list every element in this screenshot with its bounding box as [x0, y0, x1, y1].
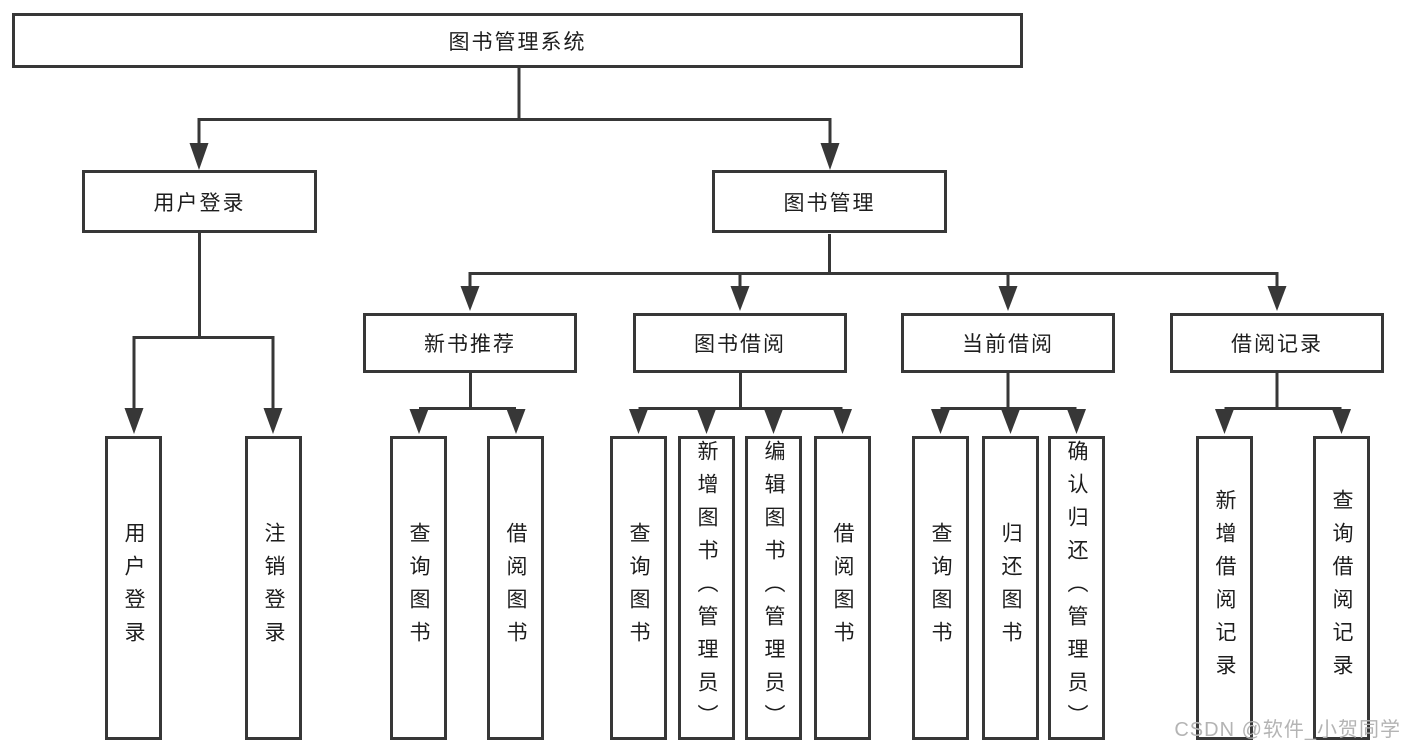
- node-current-query-books: 查询图书: [912, 436, 969, 740]
- node-login-user-login: 用户登录: [105, 436, 162, 740]
- node-borrow-borrow-books-label: 借阅图书: [831, 522, 855, 654]
- node-borrow-query-books: 查询图书: [610, 436, 667, 740]
- node-records-add-record: 新增借阅记录: [1196, 436, 1253, 740]
- node-login-logout: 注销登录: [245, 436, 302, 740]
- node-borrow-edit-books-admin: 编辑图书（管理员）: [745, 436, 802, 740]
- node-rec-query-books-label: 查询图书: [407, 522, 431, 654]
- node-book-mgmt: 图书管理: [712, 170, 947, 233]
- node-current-confirm-return-admin: 确认归还（管理员）: [1048, 436, 1105, 740]
- node-new-book-rec: 新书推荐: [363, 313, 577, 373]
- node-borrow-add-books-admin: 新增图书（管理员）: [678, 436, 735, 740]
- node-records-add-record-label: 新增借阅记录: [1213, 489, 1237, 687]
- node-records-query-record: 查询借阅记录: [1313, 436, 1370, 740]
- csdn-watermark: CSDN @软件_小贺同学: [1174, 719, 1401, 741]
- node-borrow-borrow-books: 借阅图书: [814, 436, 871, 740]
- node-current-borrow: 当前借阅: [901, 313, 1115, 373]
- node-system-root: 图书管理系统: [12, 13, 1023, 68]
- node-user-login: 用户登录: [82, 170, 317, 233]
- node-login-logout-label: 注销登录: [262, 522, 286, 654]
- node-borrow-query-books-label: 查询图书: [627, 522, 651, 654]
- node-borrow-edit-books-admin-label: 编辑图书（管理员）: [762, 439, 786, 737]
- node-login-user-login-label: 用户登录: [122, 522, 146, 654]
- arrowheads: [124, 143, 1351, 434]
- node-current-confirm-return-admin-label: 确认归还（管理员）: [1065, 439, 1089, 737]
- node-book-borrow: 图书借阅: [633, 313, 847, 373]
- node-borrow-records: 借阅记录: [1170, 313, 1384, 373]
- node-current-return-books: 归还图书: [982, 436, 1039, 740]
- node-rec-borrow-books: 借阅图书: [487, 436, 544, 740]
- node-rec-query-books: 查询图书: [390, 436, 447, 740]
- node-current-query-books-label: 查询图书: [929, 522, 953, 654]
- node-records-query-record-label: 查询借阅记录: [1330, 489, 1354, 687]
- node-rec-borrow-books-label: 借阅图书: [504, 522, 528, 654]
- node-borrow-add-books-admin-label: 新增图书（管理员）: [695, 439, 719, 737]
- node-current-return-books-label: 归还图书: [999, 522, 1023, 654]
